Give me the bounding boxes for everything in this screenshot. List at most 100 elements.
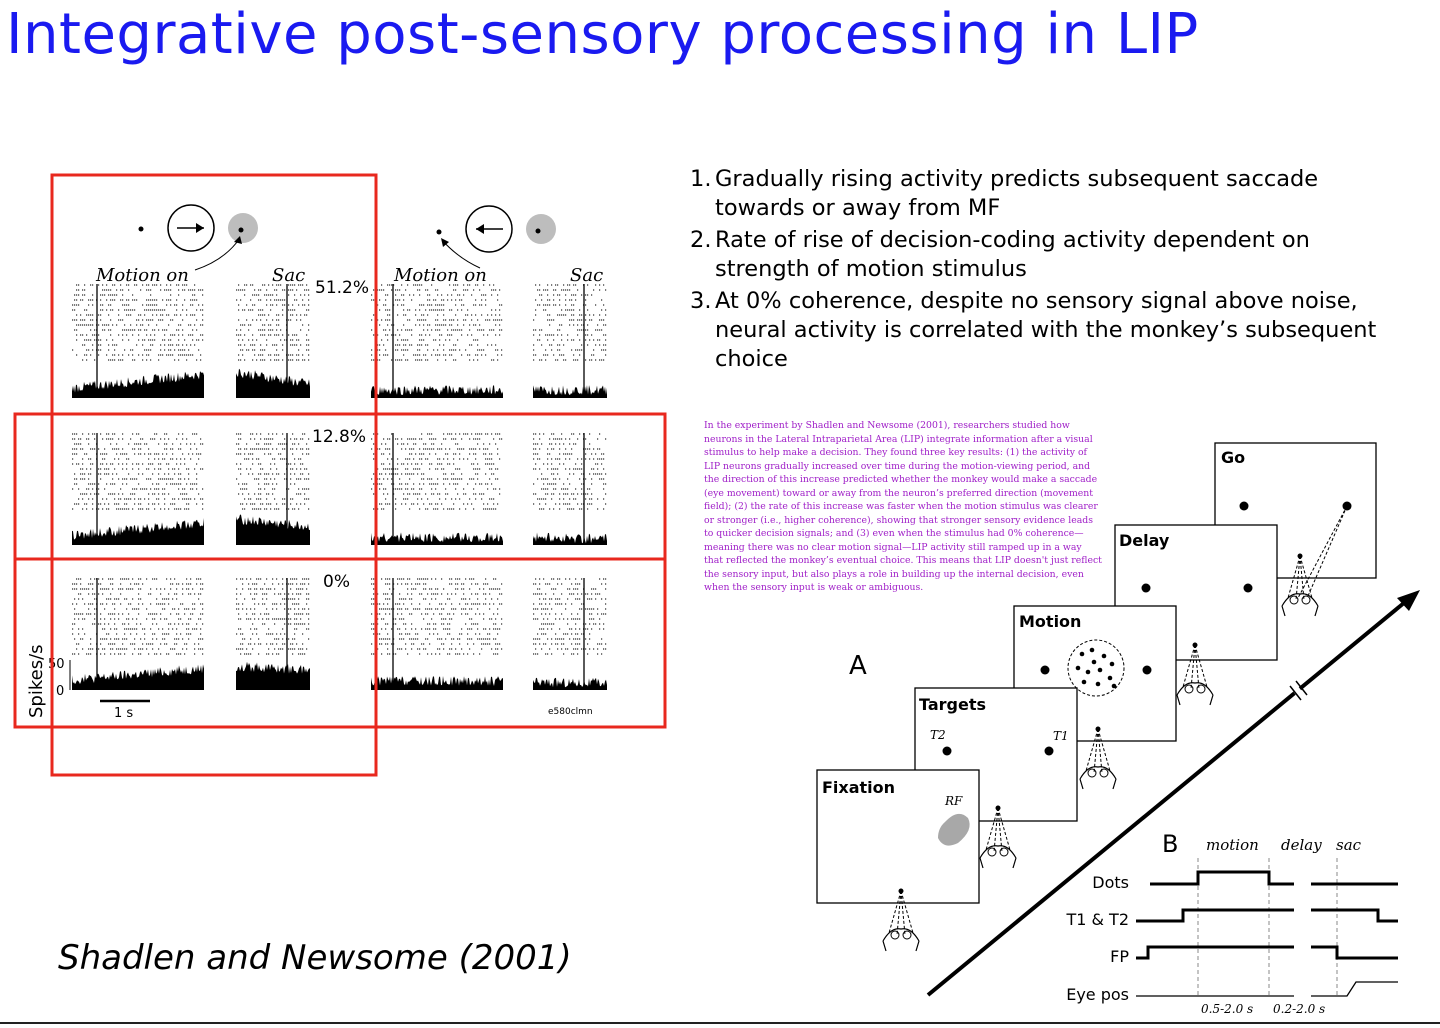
motion-dot — [1095, 681, 1101, 687]
time-label: 0.2-2.0 s — [1273, 1002, 1325, 1016]
psth-histogram — [533, 385, 607, 398]
psth-histogram — [72, 664, 204, 690]
epoch-label: motion — [1206, 836, 1259, 854]
panel-b-label: B — [1162, 830, 1178, 858]
key-point: 1.Gradually rising activity predicts sub… — [690, 165, 1390, 223]
column-label: Sac — [272, 265, 305, 286]
motion-dot — [1091, 659, 1097, 665]
time-arrow-head — [1397, 590, 1420, 611]
psth-histogram — [72, 371, 204, 398]
motion-dot — [1085, 669, 1091, 675]
panel-a-label: A — [849, 651, 867, 681]
screen-delay: Delay — [1114, 524, 1278, 661]
psth-histogram — [371, 532, 503, 545]
column-label: Motion on — [95, 265, 189, 286]
citation: Shadlen and Newsome (2001) — [58, 938, 572, 978]
time-arrow — [926, 596, 1412, 997]
psth-histogram — [533, 532, 607, 545]
annotation-note: In the experiment by Shadlen and Newsome… — [704, 420, 1102, 593]
key-point-number: 1. — [690, 166, 712, 192]
rf-label: RF — [944, 794, 963, 808]
screen-fixation: Fixation RF — [816, 769, 1017, 952]
epoch-label: sac — [1336, 836, 1362, 854]
psth-histogram — [371, 385, 503, 398]
receptive-field-shape — [938, 813, 970, 846]
key-point-text: At 0% coherence, despite no sensory sign… — [715, 288, 1377, 372]
psth-histogram — [236, 661, 310, 690]
screen-motion: Motion — [1013, 605, 1214, 742]
screen-label: Delay — [1119, 531, 1170, 550]
highlight-box-row-12 — [13, 412, 667, 561]
motion-dot — [1075, 665, 1081, 671]
trace-label: FP — [1110, 947, 1129, 966]
target-label: T1 — [1053, 729, 1069, 743]
trace-label: Dots — [1092, 873, 1129, 892]
cell-id-label: e580clmn — [548, 707, 593, 717]
raster-panels — [72, 284, 607, 690]
raster-dots — [72, 284, 204, 361]
motion-dot — [1089, 647, 1095, 653]
psth-histogram — [72, 518, 204, 545]
screen-targets: Targets T2 T1 — [914, 687, 1117, 822]
slide-bottom-rule — [0, 1022, 1440, 1024]
screen-label: Motion — [1019, 612, 1081, 631]
stimulus-icon-away — [436, 205, 556, 269]
psth-histogram — [533, 677, 607, 690]
raster-dots — [236, 284, 310, 361]
psth-histogram — [236, 514, 310, 545]
screen-label: Targets — [919, 695, 986, 714]
coherence-label: 51.2% — [315, 278, 369, 298]
raster-dots — [236, 578, 310, 655]
trace-dots — [1150, 870, 1294, 886]
motion-dots — [1075, 647, 1117, 689]
trace-label: Eye pos — [1066, 985, 1129, 1004]
raster-dots — [371, 433, 503, 510]
slide-title: Integrative post-sensory processing in L… — [6, 2, 1199, 67]
raster-dots — [371, 284, 503, 361]
screen-go: Go — [1214, 442, 1377, 617]
target-label: T2 — [930, 728, 946, 742]
raster-dots — [72, 433, 204, 510]
raster-dots — [533, 433, 607, 510]
motion-dot — [1109, 661, 1115, 667]
trace-label: T1 & T2 — [1065, 910, 1129, 929]
screen-label: Go — [1221, 448, 1245, 467]
key-points-list: 1.Gradually rising activity predicts sub… — [690, 165, 1390, 377]
raster-dots — [533, 578, 607, 655]
psth-histogram — [236, 368, 310, 398]
column-label: Motion on — [393, 265, 487, 286]
motion-dot — [1111, 683, 1117, 689]
coherence-label: 0% — [323, 572, 350, 592]
raster-dots — [236, 433, 310, 510]
key-point: 3.At 0% coherence, despite no sensory si… — [690, 287, 1390, 374]
y-tick-label: 50 — [48, 657, 65, 672]
raster-dots — [371, 578, 503, 655]
stimulus-icon-toward — [138, 204, 258, 271]
highlight-box-column — [50, 173, 378, 777]
raster-dots — [72, 578, 204, 655]
motion-dot — [1081, 679, 1087, 685]
column-label: Sac — [570, 265, 603, 286]
epoch-label: delay — [1281, 836, 1322, 854]
motion-dot — [1079, 651, 1085, 657]
trace-targets — [1136, 908, 1294, 923]
motion-dot — [1097, 667, 1103, 673]
raster-dots — [533, 284, 607, 361]
time-label: 0.5-2.0 s — [1201, 1002, 1253, 1016]
y-axis-label: Spikes/s — [26, 644, 47, 718]
key-point-number: 2. — [690, 227, 712, 253]
key-point-text: Gradually rising activity predicts subse… — [715, 166, 1319, 221]
screen-label: Fixation — [822, 778, 895, 797]
key-point-text: Rate of rise of decision-coding activity… — [715, 227, 1310, 282]
psth-histogram — [371, 676, 503, 690]
key-point: 2.Rate of rise of decision-coding activi… — [690, 226, 1390, 284]
motion-dot — [1107, 675, 1113, 681]
trace-fixation-point — [1136, 945, 1294, 960]
highlight-box-row-0 — [13, 557, 667, 729]
coherence-label: 12.8% — [312, 427, 366, 447]
dot-aperture — [1067, 639, 1125, 697]
key-point-number: 3. — [690, 288, 712, 314]
y-tick-label: 0 — [56, 684, 64, 699]
motion-dot — [1101, 653, 1107, 659]
timing-panel: B motion delay sac Dots T1 & T2 FP Eye p… — [1065, 830, 1398, 1016]
